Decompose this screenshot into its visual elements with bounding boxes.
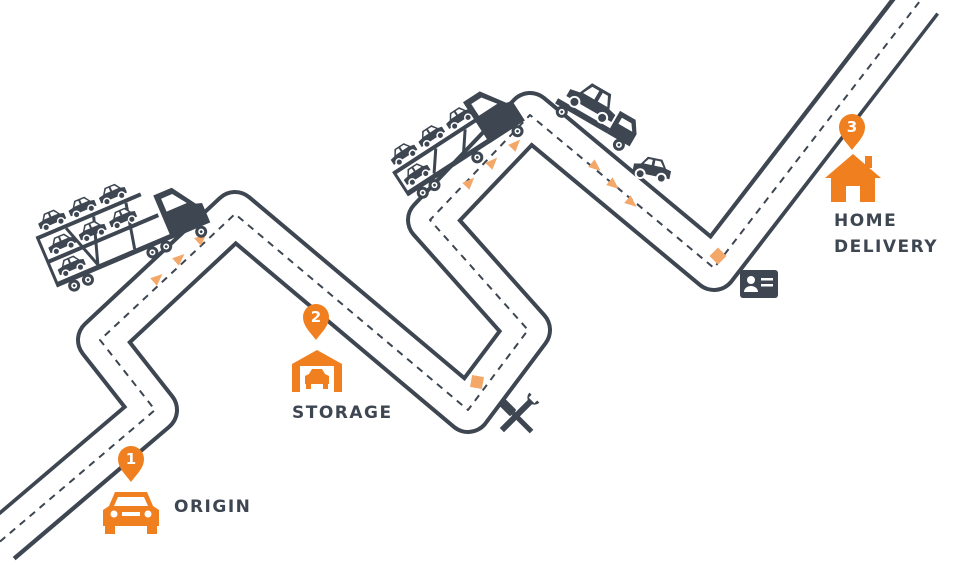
route-arrow [508, 139, 521, 152]
car-carrier-truck-icon [34, 179, 211, 294]
stage-label: STORAGE [292, 403, 393, 423]
route-arrow [150, 273, 163, 286]
route-arrow [462, 177, 475, 190]
map-pin-icon: 1 [118, 446, 144, 482]
house-icon [825, 154, 881, 202]
stage-number: 3 [847, 118, 857, 136]
id-card-icon [740, 270, 778, 298]
tow-truck-icon [553, 83, 637, 154]
route-arrow [172, 253, 185, 266]
stage-storage: 2 STORAGE [292, 304, 393, 423]
route-stop-marker [470, 375, 484, 389]
stage-home-delivery: 3 HOME DELIVERY [825, 114, 938, 257]
repair-tools-icon [499, 392, 540, 434]
map-pin-icon: 2 [303, 304, 329, 340]
stage-label-line2: DELIVERY [834, 237, 938, 257]
garage-icon [292, 350, 342, 392]
stage-label: ORIGIN [174, 497, 251, 517]
route-arrow [624, 195, 637, 207]
car-carrier-truck-icon [386, 91, 526, 202]
stage-number: 1 [126, 450, 136, 468]
route-arrow [485, 157, 498, 170]
route-arrow [588, 159, 601, 171]
road-centerline [0, 0, 923, 543]
route-stop-marker [709, 247, 727, 265]
route-arrow [606, 177, 619, 189]
car-icon [103, 492, 159, 534]
road [0, 0, 940, 561]
stage-origin: 1 ORIGIN [103, 446, 251, 534]
map-pin-icon: 3 [839, 114, 865, 150]
stage-label-line1: HOME [834, 211, 897, 231]
stage-number: 2 [311, 308, 321, 326]
